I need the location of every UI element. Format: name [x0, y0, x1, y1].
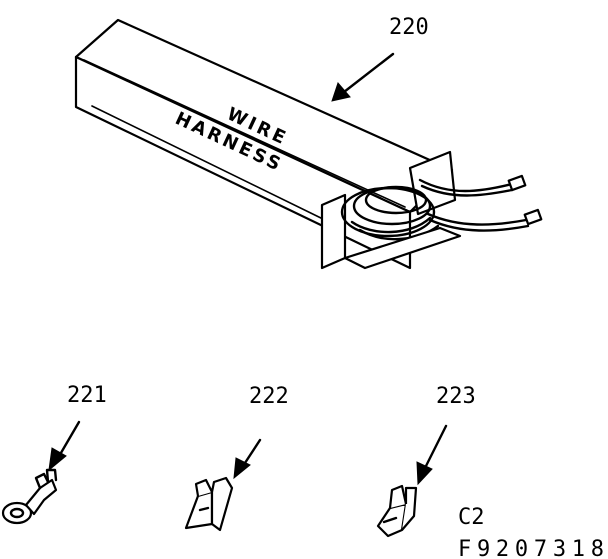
callout-222: 222 [249, 384, 289, 409]
ring-terminal-221 [1, 468, 58, 525]
figure-code: F9207318 [458, 537, 604, 559]
callout-221: 221 [67, 383, 107, 408]
box-end-flap [320, 193, 347, 270]
box-top-flap [408, 150, 457, 216]
callout-220: 220 [389, 15, 429, 40]
arrow-220 [331, 52, 395, 102]
coiled-wires [340, 174, 543, 270]
wire-terminal-1 [507, 174, 527, 192]
arrow-222 [233, 438, 262, 480]
wire-terminal-2 [523, 208, 543, 226]
spade-terminal-222 [184, 476, 234, 532]
arrow-223 [416, 424, 448, 486]
section-code: C2 [458, 505, 485, 530]
callout-223: 223 [436, 384, 476, 409]
arrow-221 [48, 420, 81, 472]
female-terminal-223 [376, 484, 418, 538]
wire-tray [343, 226, 462, 270]
wire-harness-box: WIRE HARNESS [74, 18, 543, 270]
